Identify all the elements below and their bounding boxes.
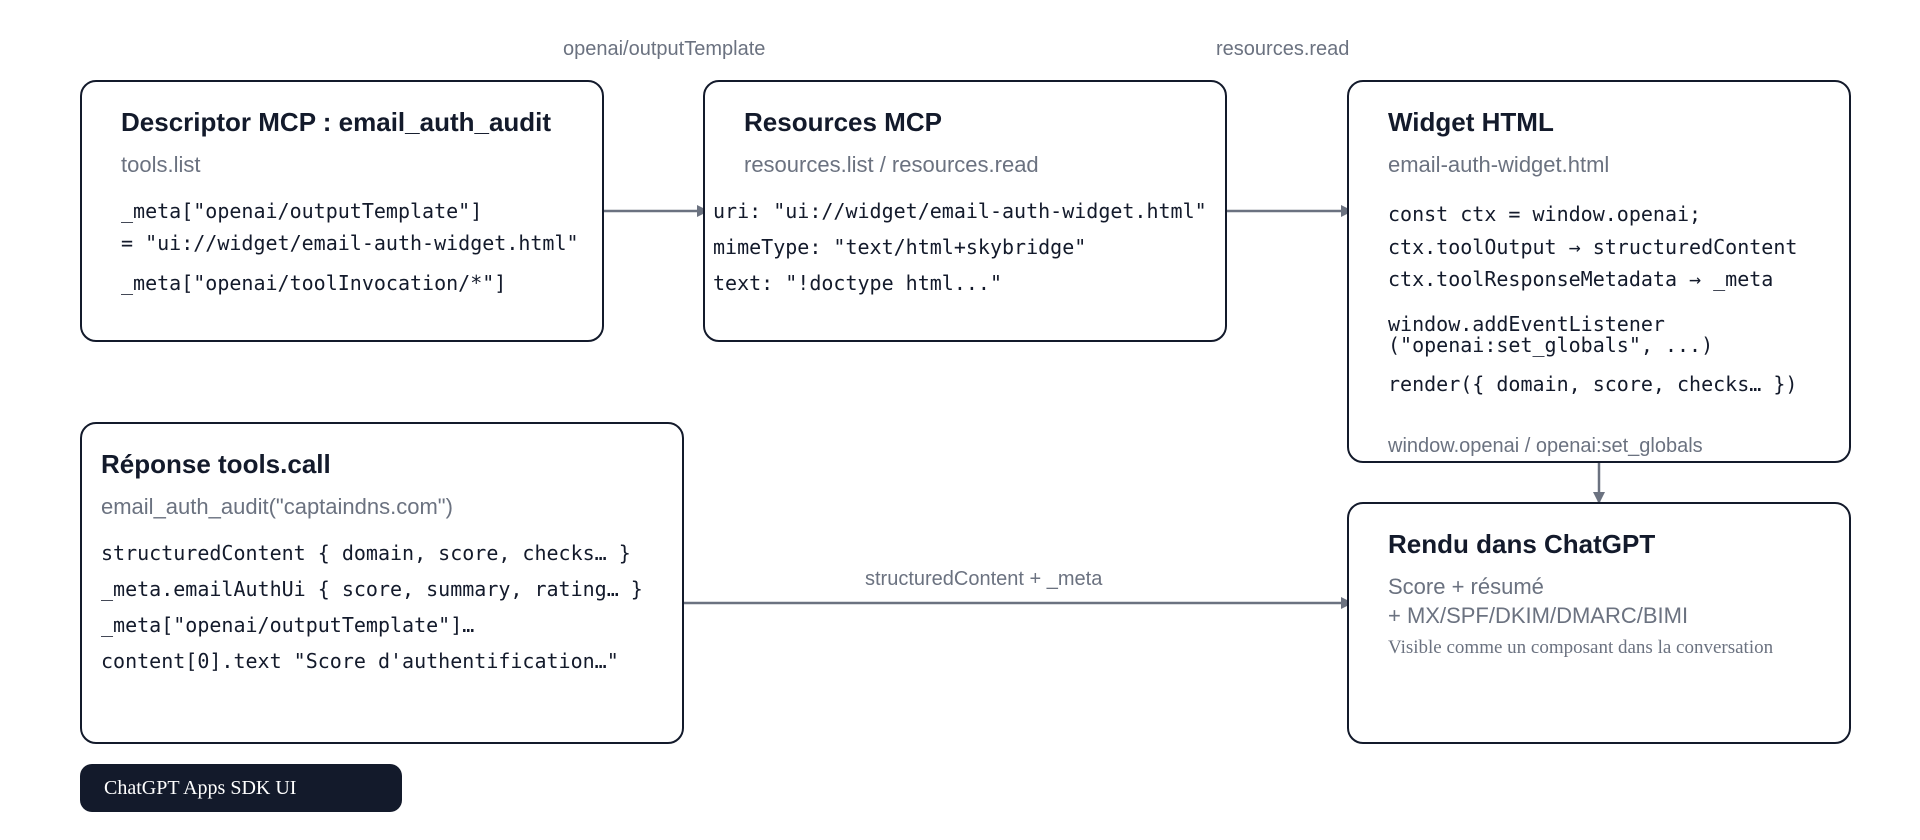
resources-title: Resources MCP xyxy=(744,107,942,137)
response-box: Réponse tools.call email_auth_audit("cap… xyxy=(80,422,684,744)
resources-line: uri: "ui://widget/email-auth-widget.html… xyxy=(713,199,1207,223)
widget-box: Widget HTML email-auth-widget.html const… xyxy=(1347,80,1851,463)
edge-label-structured-meta: structuredContent + _meta xyxy=(865,568,1103,590)
descriptor-line: _meta["openai/toolInvocation/*"] xyxy=(121,271,507,295)
resources-line: mimeType: "text/html+skybridge" xyxy=(713,235,1087,259)
response-subtitle: email_auth_audit("captaindns.com") xyxy=(101,494,453,519)
descriptor-subtitle: tools.list xyxy=(121,152,201,177)
render-note: Visible comme un composant dans la conve… xyxy=(1388,637,1774,658)
response-line: content[0].text "Score d'authentificatio… xyxy=(101,649,619,673)
resources-box: Resources MCP resources.list / resources… xyxy=(703,80,1227,342)
widget-line: window.addEventListener xyxy=(1388,312,1665,336)
widget-globals-label: window.openai / openai:set_globals xyxy=(1388,435,1703,457)
render-box: Rendu dans ChatGPT Score + résumé + MX/S… xyxy=(1347,502,1851,744)
widget-subtitle: email-auth-widget.html xyxy=(1388,152,1610,177)
descriptor-box: Descriptor MCP : email_auth_audit tools.… xyxy=(80,80,604,342)
response-title: Réponse tools.call xyxy=(101,449,331,479)
resources-subtitle: resources.list / resources.read xyxy=(744,152,1039,177)
widget-line: ctx.toolOutput → structuredContent xyxy=(1388,235,1798,259)
edge-label-resources-read: resources.read xyxy=(1216,38,1350,60)
descriptor-line: = "ui://widget/email-auth-widget.html" xyxy=(121,231,579,255)
widget-line: ctx.toolResponseMetadata → _meta xyxy=(1388,267,1774,291)
widget-line: ("openai:set_globals", ...) xyxy=(1388,333,1714,357)
widget-line: const ctx = window.openai; xyxy=(1388,202,1702,226)
apps-sdk-badge-label: ChatGPT Apps SDK UI xyxy=(104,777,297,799)
edge-label-output-template: openai/outputTemplate xyxy=(563,38,766,60)
descriptor-title: Descriptor MCP : email_auth_audit xyxy=(121,107,552,137)
render-subtitle: Score + résumé xyxy=(1388,574,1544,599)
response-line: _meta.emailAuthUi { score, summary, rati… xyxy=(101,577,643,601)
descriptor-line: _meta["openai/outputTemplate"] xyxy=(121,199,483,223)
widget-title: Widget HTML xyxy=(1388,107,1554,137)
response-line: _meta["openai/outputTemplate"]… xyxy=(101,613,475,637)
resources-line: text: "!doctype html..." xyxy=(713,271,1002,295)
render-title: Rendu dans ChatGPT xyxy=(1388,529,1656,559)
render-subtitle: + MX/SPF/DKIM/DMARC/BIMI xyxy=(1388,603,1689,628)
widget-line: render({ domain, score, checks… }) xyxy=(1388,372,1798,396)
apps-sdk-badge: ChatGPT Apps SDK UI xyxy=(80,764,402,812)
response-line: structuredContent { domain, score, check… xyxy=(101,541,631,565)
